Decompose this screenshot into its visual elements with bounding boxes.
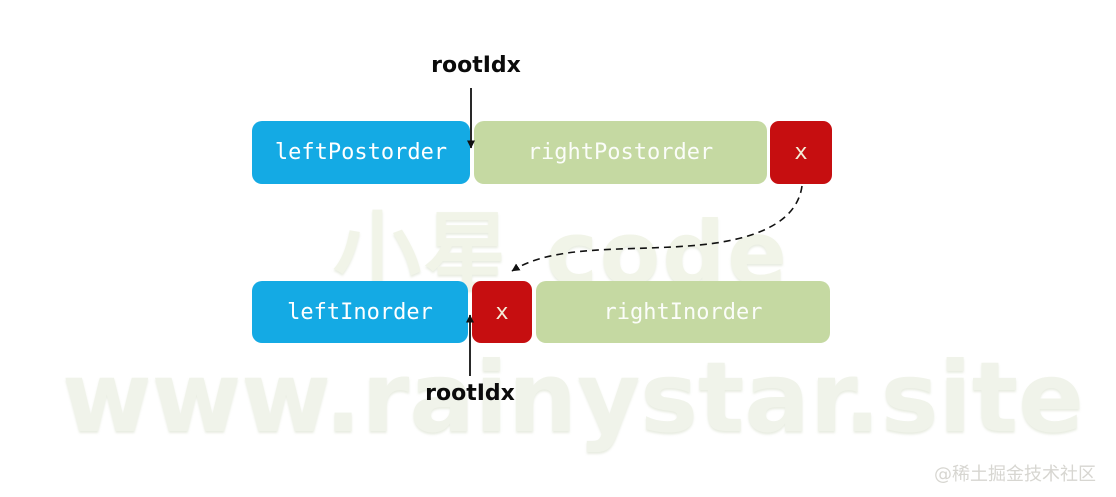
box-right-postorder: rightPostorder xyxy=(474,121,767,184)
root-mapping-dashed-arrow-icon xyxy=(511,185,803,272)
watermark-community-credit: @稀土掘金技术社区 xyxy=(934,464,1096,485)
watermark-site-url: www.rainystar.site xyxy=(62,341,1084,454)
box-left-postorder-label: leftPostorder xyxy=(274,140,448,165)
rootidx-label-top: rootIdx xyxy=(431,53,521,78)
box-left-inorder-label: leftInorder xyxy=(287,299,433,325)
box-left-inorder: leftInorder xyxy=(252,281,468,343)
box-root-element-postorder-label: x xyxy=(794,140,808,165)
box-root-element-inorder-label: x xyxy=(495,299,509,325)
box-left-postorder: leftPostorder xyxy=(252,121,470,184)
box-root-element-postorder: x xyxy=(770,121,832,184)
box-right-inorder: rightInorder xyxy=(536,281,830,343)
box-root-element-inorder: x xyxy=(472,281,532,343)
box-right-inorder-label: rightInorder xyxy=(603,299,763,325)
box-right-postorder-label: rightPostorder xyxy=(527,140,714,165)
rootidx-label-bottom: rootIdx xyxy=(425,381,515,406)
